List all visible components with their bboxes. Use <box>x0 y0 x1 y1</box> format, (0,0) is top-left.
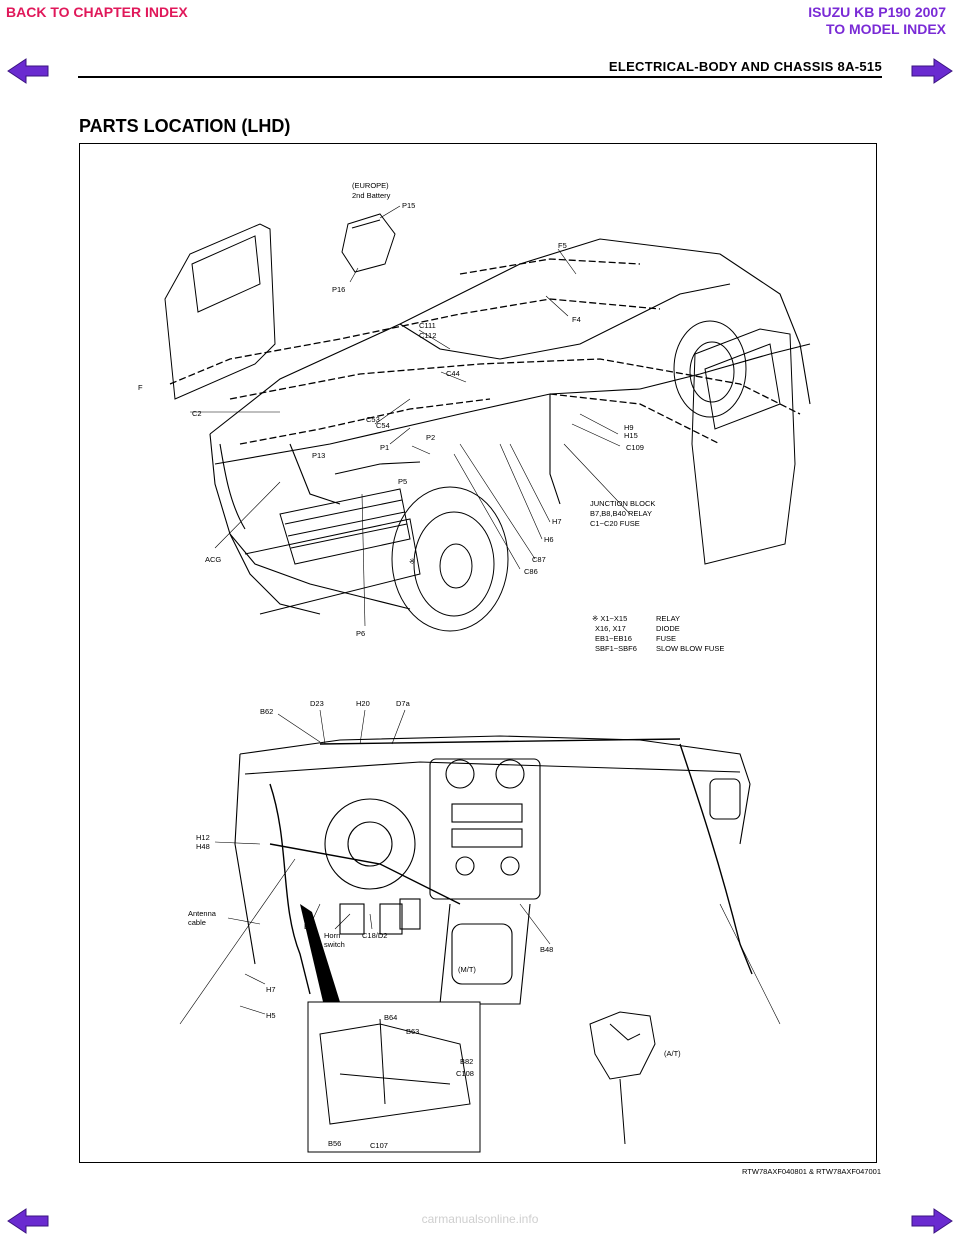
label-c108: C108 <box>456 1069 474 1078</box>
label-d7a: D7a <box>396 699 411 708</box>
label-c112: C112 <box>419 331 436 340</box>
legend-desc-1: RELAY <box>656 614 680 623</box>
inset-detail-right <box>589 1011 656 1145</box>
label-c54: C54 <box>376 421 390 430</box>
model-name[interactable]: ISUZU KB P190 2007 <box>808 4 946 20</box>
legend-code-3: EB1~EB16 <box>595 634 632 643</box>
label-h9: H9 <box>624 423 634 432</box>
previous-page-arrow-bottom-icon[interactable] <box>6 1206 50 1236</box>
header-divider <box>78 76 882 78</box>
label-f: F <box>138 383 143 392</box>
label-h48: H48 <box>196 842 210 851</box>
figure-caption: RTW78AXF040801 & RTW78AXF047001 <box>742 1167 881 1176</box>
label-h6: H6 <box>544 535 554 544</box>
label-horn: Horn <box>324 931 340 940</box>
label-layer: (EUROPE) 2nd Battery P15 P16 F5 F4 C111 … <box>138 181 724 1150</box>
label-b48: B48 <box>540 945 553 954</box>
legend-desc-2: DIODE <box>656 624 680 633</box>
right-rear-door <box>691 328 796 565</box>
page-header-title: ELECTRICAL-BODY AND CHASSIS 8A-515 <box>608 59 882 74</box>
inset-detail-left <box>307 1001 481 1153</box>
left-front-door <box>164 223 276 400</box>
label-p6: P6 <box>356 629 365 638</box>
label-b82: B82 <box>460 1057 473 1066</box>
label-c44: C44 <box>446 369 460 378</box>
label-d23: D23 <box>310 699 324 708</box>
label-p5: P5 <box>398 477 407 486</box>
watermark: carmanualsonline.info <box>421 1212 539 1226</box>
section-title: PARTS LOCATION (LHD) <box>79 116 291 136</box>
label-h12: H12 <box>196 833 210 842</box>
rear-wheel <box>673 320 747 418</box>
lower-leader-lines <box>179 709 781 1025</box>
label-p13: P13 <box>312 451 325 460</box>
label-junction-fuse: C1~C20 FUSE <box>590 519 640 528</box>
label-p2: P2 <box>426 433 435 442</box>
label-b56: B56 <box>328 1139 341 1148</box>
next-page-arrow-bottom-icon[interactable] <box>910 1206 954 1236</box>
label-battery: 2nd Battery <box>352 191 391 200</box>
legend-code-2: X16, X17 <box>595 624 626 633</box>
label-c111: C111 <box>419 321 436 330</box>
label-b62: B62 <box>260 707 273 716</box>
second-battery <box>341 213 396 273</box>
inset-pointer <box>300 904 340 1006</box>
label-c2: C2 <box>192 409 202 418</box>
label-c87: C87 <box>532 555 546 564</box>
label-h15: H15 <box>624 431 638 440</box>
label-europe: (EUROPE) <box>352 181 389 190</box>
parts-location-figure: (EUROPE) 2nd Battery P15 P16 F5 F4 C111 … <box>79 143 877 1163</box>
label-p16: P16 <box>332 285 345 294</box>
wiring-harness <box>169 258 801 445</box>
label-junction-block: JUNCTION BLOCK <box>590 499 655 508</box>
label-junction-relay: B7,B8,B40 RELAY <box>590 509 652 518</box>
label-h5: H5 <box>266 1011 276 1020</box>
label-cable: cable <box>188 918 206 927</box>
grille-and-bumper <box>244 488 421 615</box>
label-f4: F4 <box>572 315 581 324</box>
upper-leader-lines <box>190 205 631 627</box>
model-index-link[interactable]: ISUZU KB P190 2007 TO MODEL INDEX <box>808 4 946 38</box>
label-lower-h7: H7 <box>266 985 276 994</box>
label-switch: switch <box>324 940 345 949</box>
legend-code-4: SBF1~SBF6 <box>595 644 637 653</box>
label-c109: C109 <box>626 443 644 452</box>
label-h7: H7 <box>552 517 562 526</box>
label-h20: H20 <box>356 699 370 708</box>
label-mt: (M/T) <box>458 965 476 974</box>
instrument-harness <box>269 738 753 995</box>
label-c18: C18/D2 <box>362 931 387 940</box>
label-antenna: Antenna <box>188 909 217 918</box>
to-model-index[interactable]: TO MODEL INDEX <box>825 21 946 37</box>
label-p15: P15 <box>402 201 415 210</box>
label-c86: C86 <box>524 567 538 576</box>
front-wheel <box>391 486 509 632</box>
label-b64: B64 <box>384 1013 397 1022</box>
label-f5: F5 <box>558 241 567 250</box>
next-page-arrow-icon[interactable] <box>910 56 954 86</box>
label-b63: B63 <box>406 1027 419 1036</box>
back-to-chapter-index-link[interactable]: BACK TO CHAPTER INDEX <box>6 4 188 20</box>
label-at: (A/T) <box>664 1049 681 1058</box>
label-acg: ACG <box>205 555 221 564</box>
label-c53: C53 <box>366 415 380 424</box>
legend-desc-3: FUSE <box>656 634 676 643</box>
label-c107: C107 <box>370 1141 388 1150</box>
previous-page-arrow-icon[interactable] <box>6 56 50 86</box>
legend-code-1: ※ X1~X15 <box>592 614 627 623</box>
label-b61: B61 <box>304 922 317 931</box>
vehicle-body-outline <box>209 238 811 615</box>
legend-desc-4: SLOW BLOW FUSE <box>656 644 724 653</box>
label-p1: P1 <box>380 443 389 452</box>
wiring-diagram <box>164 205 811 1153</box>
label-mark: ※ <box>409 557 415 566</box>
